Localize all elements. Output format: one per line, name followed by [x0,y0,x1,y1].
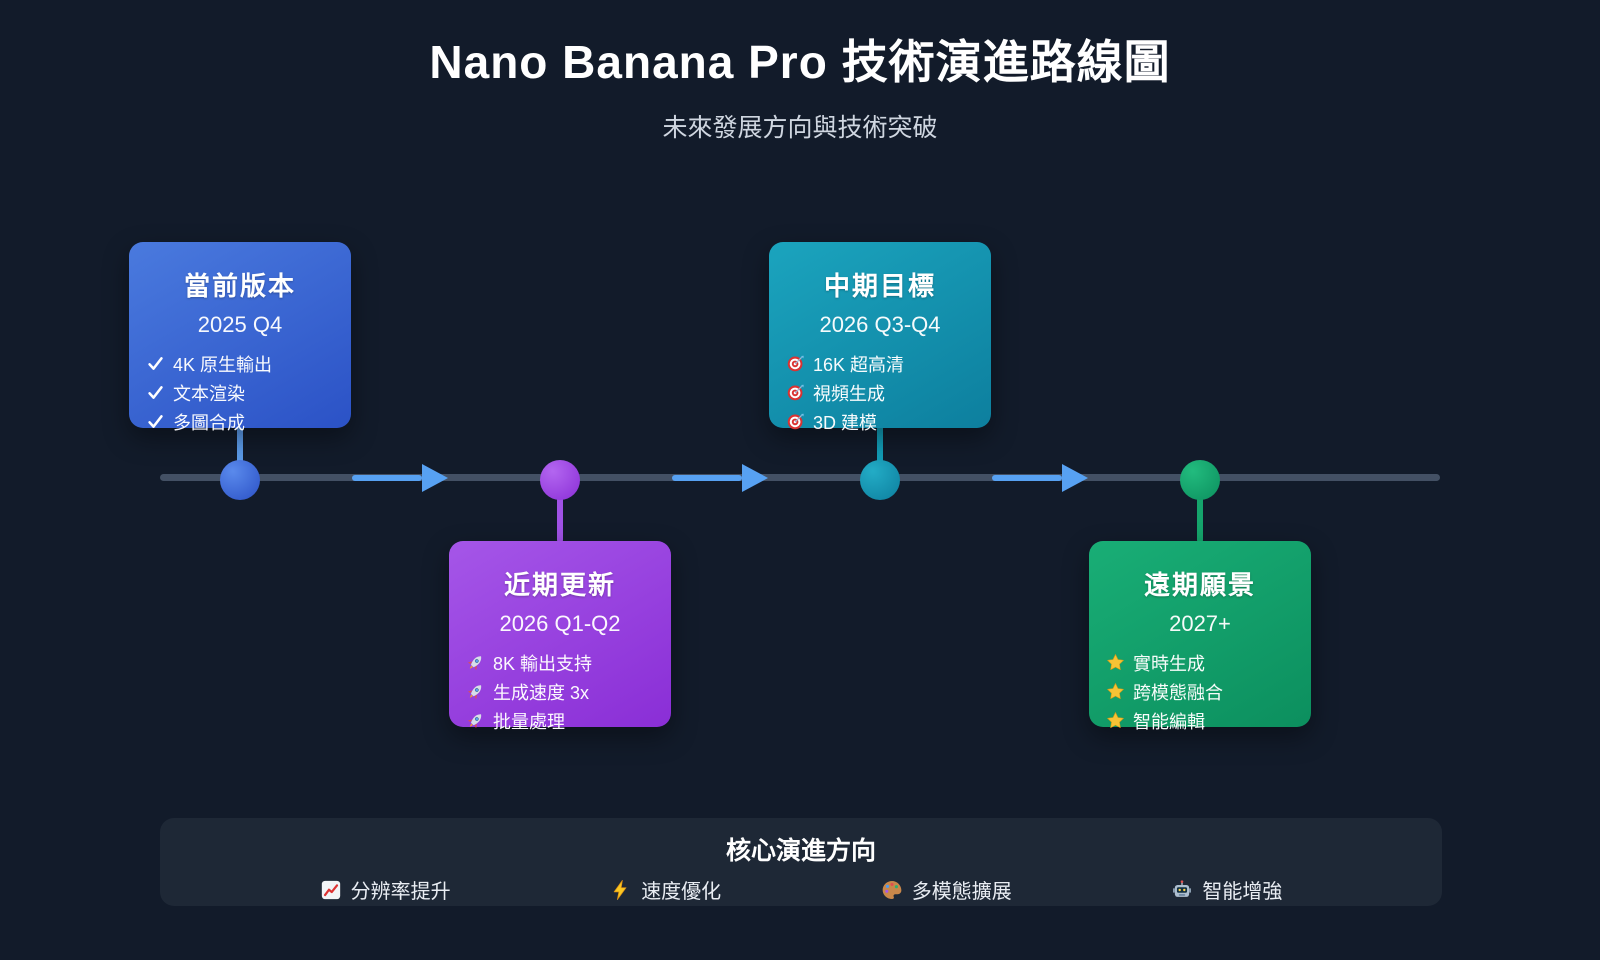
card-item: 16K 超高清 [786,349,991,378]
card-item-list: 實時生成 跨模態融合 智能編輯 [1089,648,1311,735]
timeline-dot-near-term [540,460,580,500]
card-item-label: 16K 超高清 [813,354,905,375]
page-title: Nano Banana Pro 技術演進路線圖 [429,36,1171,88]
star-icon [1106,653,1125,672]
card-item-list: 8K 輸出支持 生成速度 3x 批量處理 [449,648,671,735]
card-item-label: 文本渲染 [173,383,245,404]
card-item-list: 4K 原生輸出 文本渲染 多圖合成 [129,349,351,436]
legend-item-multimodal: 多模態擴展 [881,875,1012,904]
card-item-label: 8K 輸出支持 [493,653,593,674]
card-item-label: 智能編輯 [1133,711,1205,732]
connector-near-term [557,497,563,543]
card-item: 視頻生成 [786,378,991,407]
legend-item-label: 速度優化 [641,881,722,903]
card-item-label: 視頻生成 [813,383,885,404]
card-near-term-update: 近期更新 2026 Q1-Q2 8K 輸出支持 生成速度 3x 批量處理 [449,541,671,732]
card-item: 文本渲染 [146,378,351,407]
rocket-icon [466,682,485,701]
arrow-right-icon [672,464,768,492]
timeline-line [160,474,1440,481]
check-icon [146,412,165,431]
legend-title: 核心演進方向 [725,837,876,865]
card-title: 中期目標 [823,271,936,301]
card-period: 2026 Q1-Q2 [499,611,621,636]
card-item: 實時生成 [1106,648,1311,677]
connector-long-term [1197,497,1203,543]
card-item-label: 3D 建模 [813,412,878,433]
legend-item-resolution: 分辨率提升 [320,875,451,904]
rocket-icon [466,653,485,672]
lightning-icon [610,879,632,901]
card-item: 3D 建模 [786,407,991,436]
card-item-label: 4K 原生輸出 [173,354,273,375]
timeline-dot-current [220,460,260,500]
connector-current [237,424,243,464]
target-icon [786,383,805,402]
card-title: 近期更新 [503,570,616,600]
rocket-icon [466,711,485,730]
card-period: 2026 Q3-Q4 [819,312,941,337]
legend-item-speed: 速度優化 [610,875,721,904]
card-item-label: 實時生成 [1133,653,1205,674]
legend-item-label: 多模態擴展 [911,881,1012,903]
legend-item-label: 分辨率提升 [350,881,451,903]
check-icon [146,354,165,373]
card-item: 4K 原生輸出 [146,349,351,378]
card-item-label: 生成速度 3x [493,682,590,703]
legend-row: 分辨率提升 速度優化 多模態擴展 智能增強 [160,875,1442,904]
card-item-list: 16K 超高清 視頻生成 3D 建模 [769,349,991,436]
card-item-label: 多圖合成 [173,412,245,433]
card-mid-term-goals: 中期目標 2026 Q3-Q4 16K 超高清 視頻生成 3D 建模 [769,242,991,433]
card-title: 當前版本 [183,271,296,301]
robot-icon [1171,879,1193,901]
target-icon [786,412,805,431]
card-item: 跨模態融合 [1106,677,1311,706]
card-item: 生成速度 3x [466,677,671,706]
check-icon [146,383,165,402]
arrow-right-icon [352,464,448,492]
timeline-dot-mid-term [860,460,900,500]
card-item: 8K 輸出支持 [466,648,671,677]
card-period: 2027+ [1169,611,1231,636]
legend-panel: 核心演進方向 分辨率提升 速度優化 多模態擴展 智能增強 [160,818,1442,906]
card-item: 智能編輯 [1106,706,1311,735]
card-item: 批量處理 [466,706,671,735]
card-period: 2025 Q4 [197,312,283,337]
star-icon [1106,682,1125,701]
target-icon [786,354,805,373]
chart-increasing-icon [320,879,342,901]
star-icon [1106,711,1125,730]
legend-item-intelligence: 智能增強 [1171,875,1282,904]
timeline-dot-long-term [1180,460,1220,500]
legend-item-label: 智能增強 [1202,881,1283,903]
connector-mid-term [877,424,883,464]
page-subtitle: 未來發展方向與技術突破 [662,114,938,142]
card-item: 多圖合成 [146,407,351,436]
card-title: 遠期願景 [1143,570,1256,600]
card-long-term-vision: 遠期願景 2027+ 實時生成 跨模態融合 智能編輯 [1089,541,1311,732]
card-item-label: 批量處理 [493,711,565,732]
card-item-label: 跨模態融合 [1133,682,1223,703]
palette-icon [881,879,903,901]
arrow-right-icon [992,464,1088,492]
card-current-version: 當前版本 2025 Q4 4K 原生輸出 文本渲染 多圖合成 [129,242,351,433]
